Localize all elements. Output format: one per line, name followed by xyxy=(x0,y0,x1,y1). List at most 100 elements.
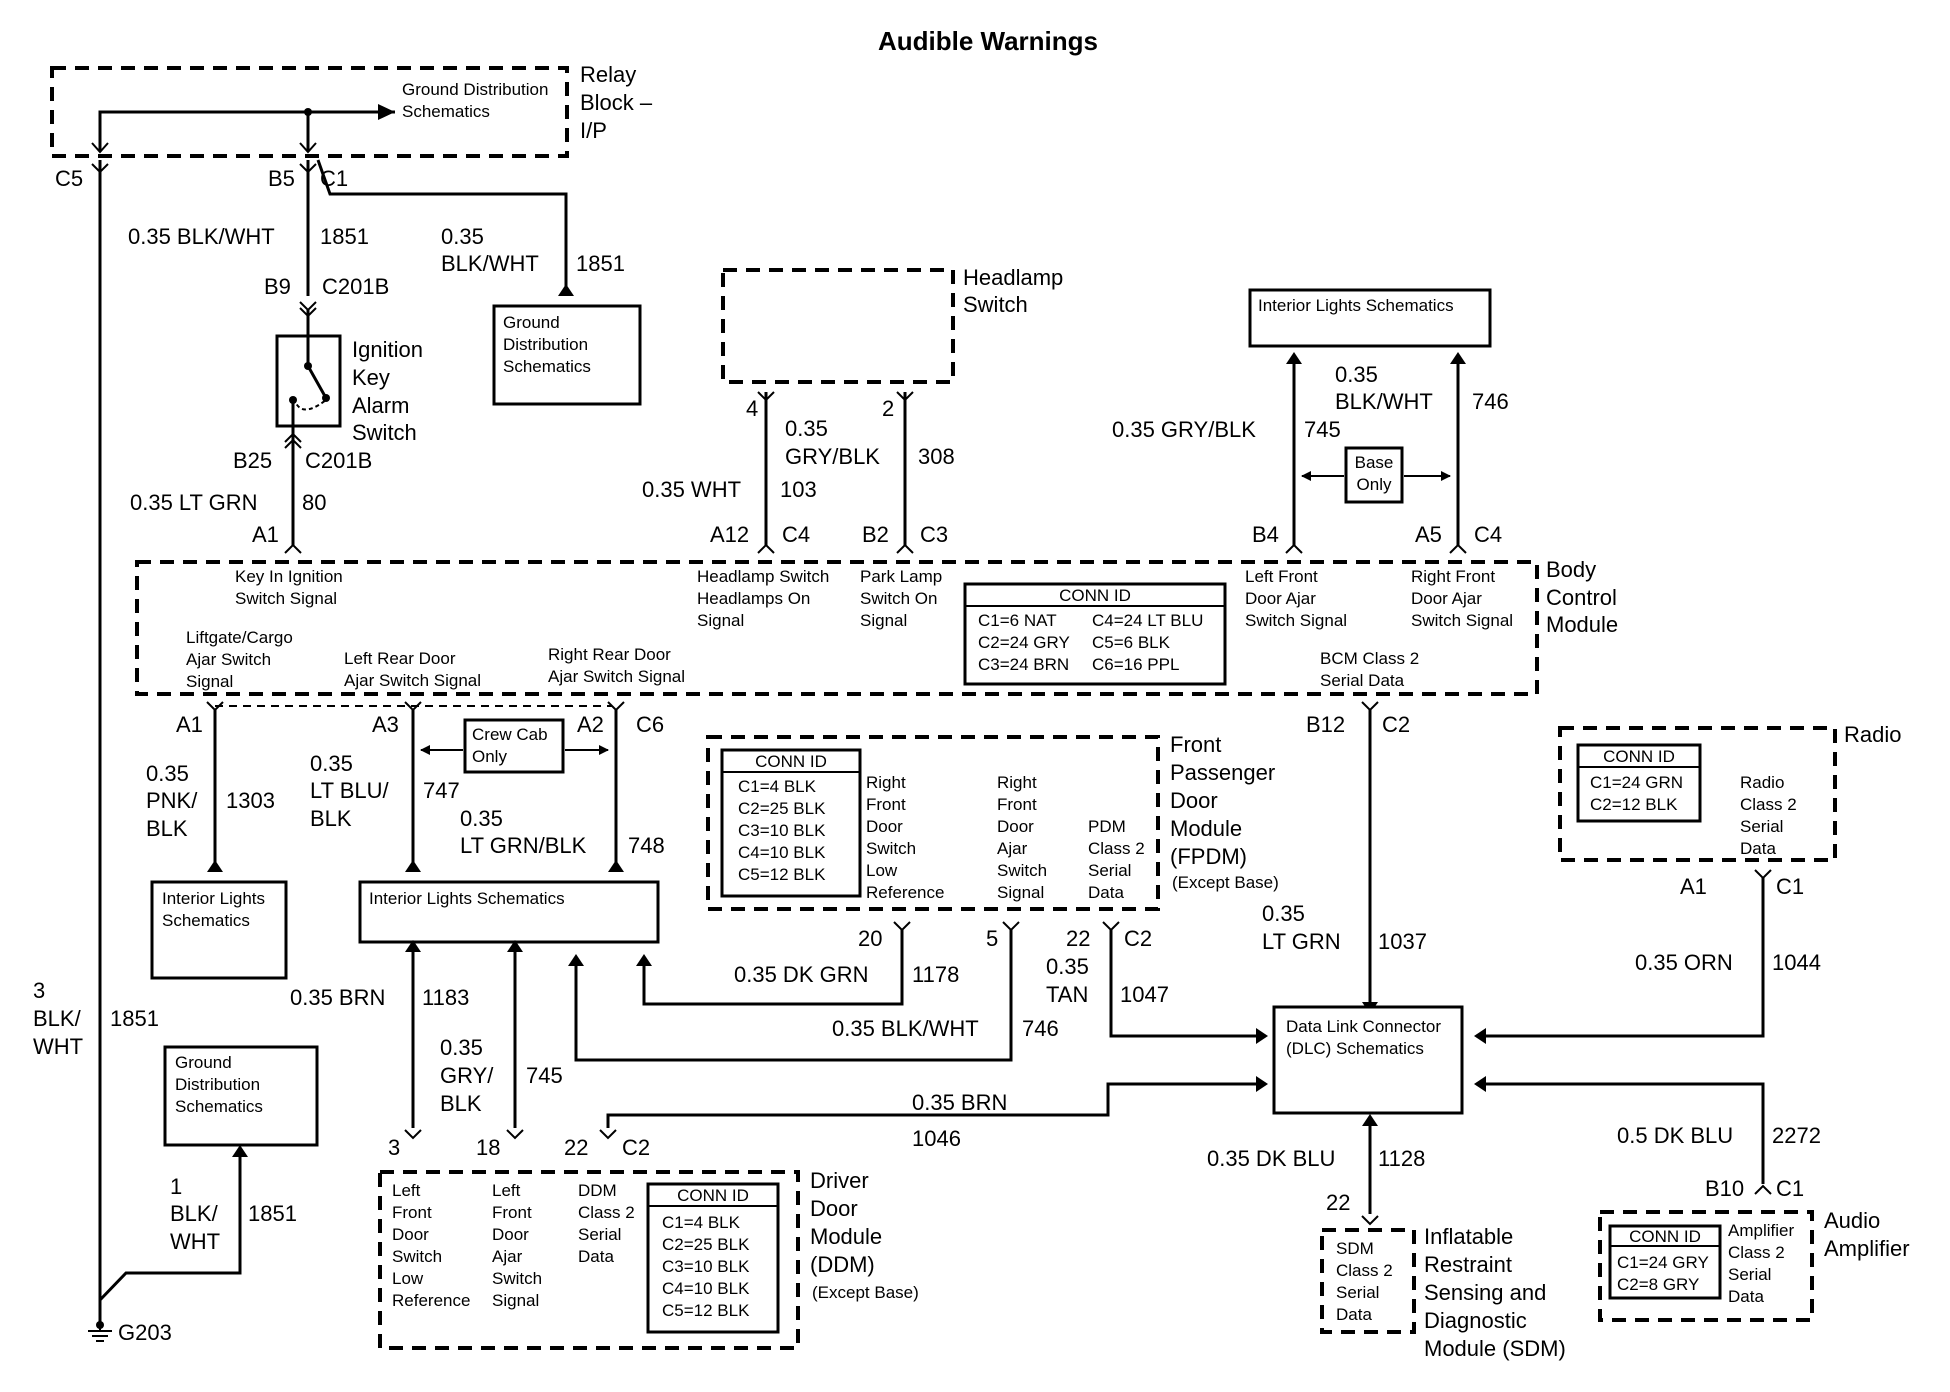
label-w-745-circuit: 745 xyxy=(1304,417,1341,442)
label-w-2272-pin: B10 xyxy=(1705,1176,1744,1201)
dlc-box[interactable] xyxy=(1272,1005,1464,1115)
label-bcm-rf-door-0: Right Front xyxy=(1411,567,1495,586)
label-w-308-conn: C3 xyxy=(920,522,948,547)
label-w-746-gauge2: BLK/WHT xyxy=(1335,389,1433,414)
label-w-308-circuit: 308 xyxy=(918,444,955,469)
label-fpdm-sig1-3: Switch xyxy=(866,839,916,858)
pin-c5: C5 xyxy=(55,166,83,191)
label-amp-sig-2: Serial xyxy=(1728,1265,1771,1284)
label-fpdm-conn-ids-0: C1=4 BLK xyxy=(738,777,817,796)
label-w-745b-gauge-2: BLK xyxy=(440,1091,482,1116)
label-fpdm-name-2: Door xyxy=(1170,788,1218,813)
label-w-746b-gauge: 0.35 BLK/WHT xyxy=(832,1016,979,1041)
label-bcm-conn-ids-1: C4=24 LT BLU xyxy=(1092,611,1203,630)
label-fpdm-sig2-2: Door xyxy=(997,817,1034,836)
label-ign-switch-0: Ignition xyxy=(352,337,423,362)
label-w-103-gauge: 0.35 WHT xyxy=(642,477,741,502)
relay-block: Relay Block – I/P Ground Distribution Sc… xyxy=(50,62,653,158)
label-bcm-conn-ids-3: C5=6 BLK xyxy=(1092,633,1171,652)
label-ddm-pin18: 18 xyxy=(476,1135,500,1160)
label-ddm-sig1-1: Front xyxy=(392,1203,432,1222)
label-ddm-conn-ids-4: C5=12 BLK xyxy=(662,1301,750,1320)
label-w-1303-pin: A1 xyxy=(176,712,203,737)
label-bcm-lf-door-0: Left Front xyxy=(1245,567,1318,586)
label-bcm-liftgate-1: Ajar Switch xyxy=(186,650,271,669)
label-crew-cab-0: Crew Cab xyxy=(472,725,548,744)
label-amp-conn-ids-1: C2=8 GRY xyxy=(1617,1275,1699,1294)
label-bcm-conn-ids-2: C2=24 GRY xyxy=(978,633,1070,652)
label-w-746-conn: C4 xyxy=(1474,522,1502,547)
ground-distribution-box-2[interactable] xyxy=(163,1045,319,1147)
label-fpdm-sig3-1: Class 2 xyxy=(1088,839,1145,858)
label-bcm-conn-ids-0: C1=6 NAT xyxy=(978,611,1057,630)
label-sdm-name-3: Diagnostic xyxy=(1424,1308,1527,1333)
sdm-module: SDM Class 2 Serial Data Inflatable Restr… xyxy=(1320,1224,1566,1361)
label-w-1183-circuit: 1183 xyxy=(422,985,469,1010)
label-fpdm-name-3: Module xyxy=(1170,816,1242,841)
label-w-1851-low-circuit: 1851 xyxy=(248,1201,297,1226)
label-headlamp-pin2: 2 xyxy=(882,396,894,421)
label-fpdm-conn-ids-4: C5=12 BLK xyxy=(738,865,826,884)
label-fpdm-name-4: (FPDM) xyxy=(1170,844,1247,869)
label-w-1046-gauge: 0.35 BRN xyxy=(912,1090,1007,1115)
label-sdm-name-2: Sensing and xyxy=(1424,1280,1546,1305)
label-relay-gd-0: Ground Distribution xyxy=(402,80,548,99)
label-bcm-name-2: Module xyxy=(1546,612,1618,637)
label-il-box-wide: Interior Lights Schematics xyxy=(369,889,565,908)
label-sdm-sig-3: Data xyxy=(1336,1305,1372,1324)
label-w-1047-gauge1: 0.35 xyxy=(1046,954,1089,979)
label-w-747-gauge-2: BLK xyxy=(310,806,352,831)
label-w-746b-circuit: 746 xyxy=(1022,1016,1059,1041)
label-gd-box1-1: Distribution xyxy=(503,335,588,354)
ground-distribution-box[interactable] xyxy=(492,304,642,406)
label-radio-sig-0: Radio xyxy=(1740,773,1784,792)
label-amp-name-0: Audio xyxy=(1824,1208,1880,1233)
label-radio-sig-3: Data xyxy=(1740,839,1776,858)
label-fpdm-sig2-4: Switch xyxy=(997,861,1047,880)
ignition-key-switch xyxy=(275,334,342,428)
radio-module: Radio CONN ID C1=24 GRN C2=12 BLK Radio … xyxy=(1558,722,1901,862)
label-ddm-sig2-1: Front xyxy=(492,1203,532,1222)
label-w-1044-gauge: 0.35 ORN xyxy=(1635,950,1733,975)
label-w-1851-low-gauge-0: 1 xyxy=(170,1174,182,1199)
label-w-1851-mid-circuit: 1851 xyxy=(110,1006,159,1031)
headlamp-switch: Headlamp Switch xyxy=(721,265,1063,384)
label-bcm-headlamp-sig-2: Signal xyxy=(697,611,744,630)
label-bcm-lf-door-2: Switch Signal xyxy=(1245,611,1347,630)
interior-lights-box-small[interactable] xyxy=(150,880,288,980)
label-w-745b-circuit: 745 xyxy=(526,1063,563,1088)
label-w-745b-gauge-0: 0.35 xyxy=(440,1035,483,1060)
label-w-745b-gauge-1: GRY/ xyxy=(440,1063,494,1088)
label-ddm-sig1-5: Reference xyxy=(392,1291,470,1310)
label-w-308-gauge1: 0.35 xyxy=(785,416,828,441)
label-w-748-conn: C6 xyxy=(636,712,664,737)
wire-1851-gauge: 0.35 BLK/WHT xyxy=(128,224,275,249)
label-fpdm-conn-title: CONN ID xyxy=(755,752,827,771)
label-w-745-gauge: 0.35 GRY/BLK xyxy=(1112,417,1256,442)
label-w-745-pin: B4 xyxy=(1252,522,1279,547)
pin-b5: B5 xyxy=(268,166,295,191)
label-sdm-sig-1: Class 2 xyxy=(1336,1261,1393,1280)
label-w-1128-pin: 22 xyxy=(1326,1190,1350,1215)
label-ddm-sig1-4: Low xyxy=(392,1269,424,1288)
interior-lights-box-wide[interactable] xyxy=(358,880,660,944)
label-il-box-top: Interior Lights Schematics xyxy=(1258,296,1454,315)
label-radio-sig-2: Serial xyxy=(1740,817,1783,836)
label-w-1183-gauge: 0.35 BRN xyxy=(290,985,385,1010)
label-gd-box2-1: Distribution xyxy=(175,1075,260,1094)
label-ddm-conn-ids-0: C1=4 BLK xyxy=(662,1213,741,1232)
label-w-1037-circuit: 1037 xyxy=(1378,929,1427,954)
label-bcm-conn-title: CONN ID xyxy=(1059,586,1131,605)
label-fpdm-conn-ids-1: C2=25 BLK xyxy=(738,799,826,818)
label-headlamp-name-1: Switch xyxy=(963,292,1028,317)
label-w-747-circuit: 747 xyxy=(423,778,460,803)
label-dlc-1: (DLC) Schematics xyxy=(1286,1039,1424,1058)
label-radio-conn-ids-1: C2=12 BLK xyxy=(1590,795,1678,814)
label-ign-conn2-pin: B25 xyxy=(233,448,272,473)
label-w-747-pin: A3 xyxy=(372,712,399,737)
interior-lights-box-top[interactable] xyxy=(1248,288,1492,348)
label-ign-conn1-pin: B9 xyxy=(264,274,291,299)
label-w-ign-gauge: 0.35 LT GRN xyxy=(130,490,258,515)
ground-symbol xyxy=(88,1321,112,1342)
